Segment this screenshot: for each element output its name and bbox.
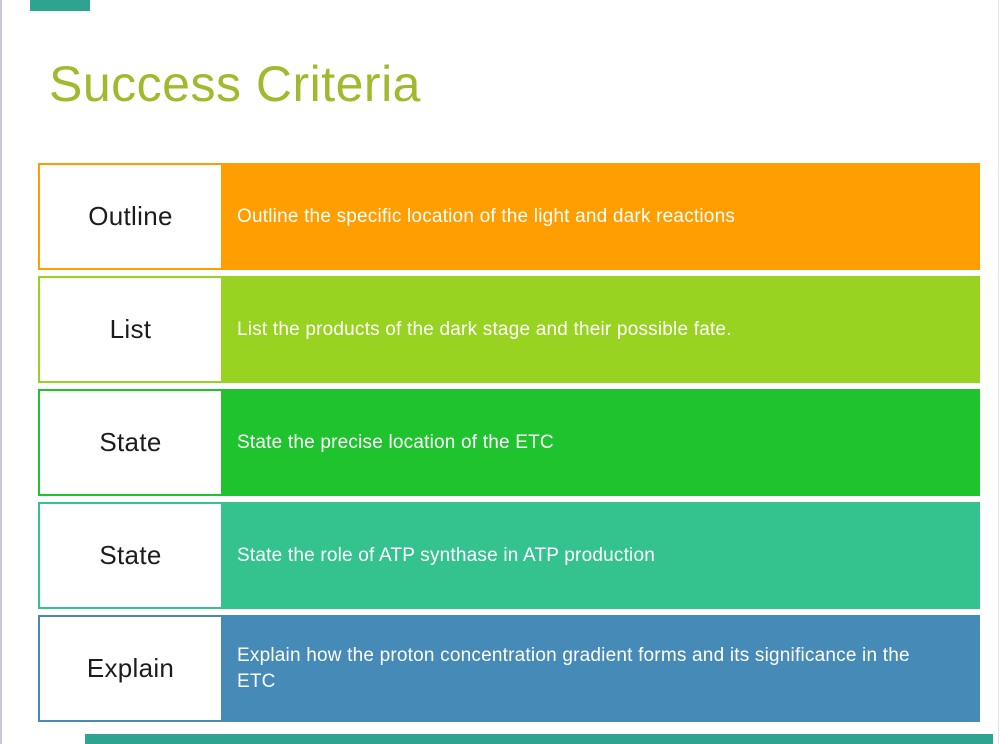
criteria-bar: List the products of the dark stage and … [223, 276, 980, 383]
criteria-bar: State the precise location of the ETC [223, 389, 980, 496]
criteria-label-box: Explain [38, 615, 223, 722]
criteria-text: State the precise location of the ETC [237, 431, 554, 453]
criteria-row-list: List List the products of the dark stage… [38, 276, 980, 383]
criteria-text: State the role of ATP synthase in ATP pr… [237, 544, 655, 566]
criteria-text: Outline the specific location of the lig… [237, 205, 736, 227]
criteria-label-box: List [38, 276, 223, 383]
criteria-bar: State the role of ATP synthase in ATP pr… [223, 502, 980, 609]
criteria-bar: Explain how the proton concentration gra… [223, 615, 980, 722]
slide-title: Success Criteria [49, 56, 421, 112]
criteria-label-box: Outline [38, 163, 223, 270]
criteria-label: Explain [86, 653, 175, 683]
criteria-row-state-atp: State State the role of ATP synthase in … [38, 502, 980, 609]
criteria-label: State [99, 540, 162, 570]
success-criteria-table: Outline Outline the specific location of… [38, 163, 980, 722]
criteria-label-box: State [38, 389, 223, 496]
adjacent-slide-edge-bottom [85, 734, 993, 744]
criteria-label: State [99, 427, 162, 457]
criteria-text: List the products of the dark stage and … [237, 318, 732, 340]
criteria-row-explain: Explain Explain how the proton concentra… [38, 615, 980, 722]
criteria-row-state-etc: State State the precise location of the … [38, 389, 980, 496]
criteria-row-outline: Outline Outline the specific location of… [38, 163, 980, 270]
criteria-bar: Outline the specific location of the lig… [223, 163, 980, 270]
criteria-text: Explain how the proton concentration gra… [237, 644, 910, 692]
criteria-label-box: State [38, 502, 223, 609]
criteria-label: Outline [88, 201, 173, 231]
adjacent-slide-edge-top [30, 0, 90, 11]
criteria-label: List [109, 314, 152, 344]
